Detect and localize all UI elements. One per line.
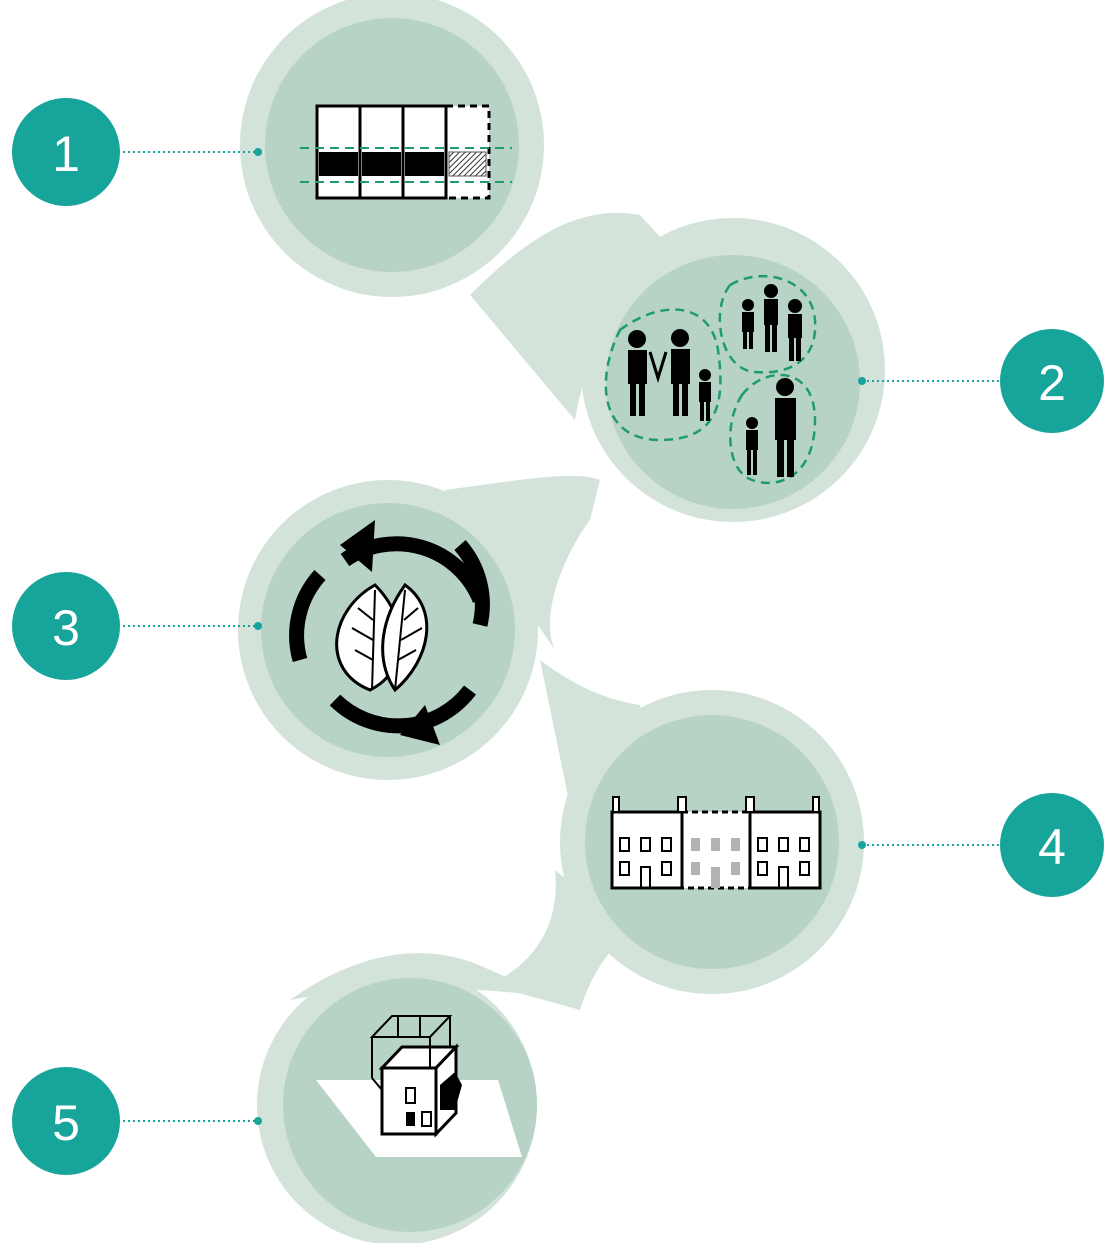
connectors	[118, 148, 1002, 1125]
step-badge-3: 3	[12, 572, 120, 680]
terrace-infill-icon	[610, 796, 822, 890]
building-extension-icon	[316, 1015, 522, 1157]
row-extension-icon	[300, 104, 512, 200]
step-number-2: 2	[1038, 355, 1066, 411]
step-number-5: 5	[52, 1095, 80, 1151]
step-badge-2: 2	[1000, 329, 1104, 433]
household-groups-icon	[604, 275, 817, 485]
step-badge-5: 5	[12, 1067, 120, 1175]
step-number-3: 3	[52, 600, 80, 656]
step-badge-1: 1	[12, 98, 120, 206]
recycle-leaves-icon	[289, 520, 490, 745]
step-number-1: 1	[52, 126, 80, 182]
step-number-4: 4	[1038, 819, 1066, 875]
step-badge-4: 4	[1000, 793, 1104, 897]
